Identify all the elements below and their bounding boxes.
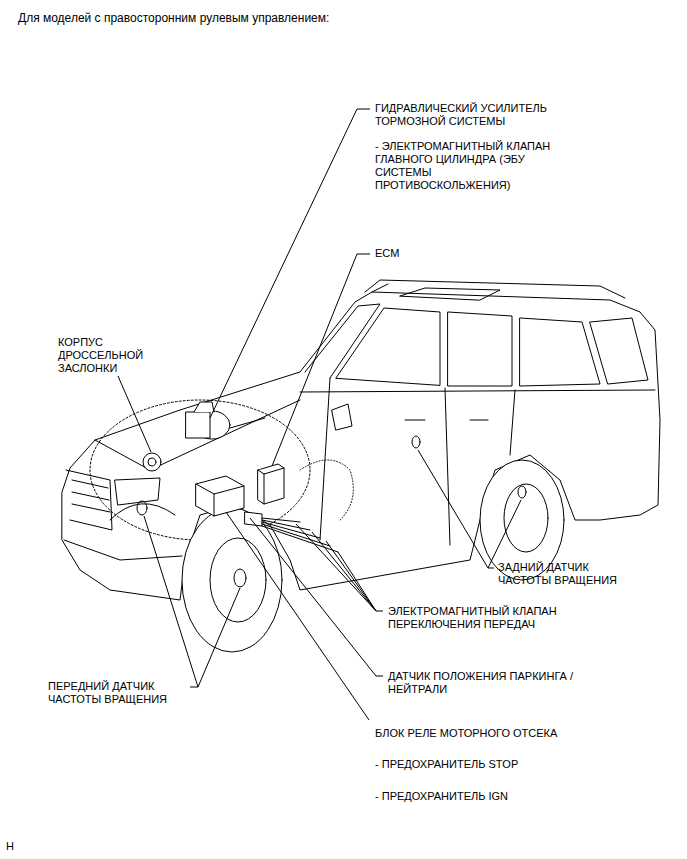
leader-line xyxy=(296,524,383,611)
front-bumper xyxy=(64,540,182,560)
leader-line xyxy=(272,254,370,466)
windshield xyxy=(305,304,380,378)
roof-rail xyxy=(372,284,388,292)
drawing-part xyxy=(300,460,353,520)
front-hub xyxy=(210,538,266,622)
side-window xyxy=(336,308,440,385)
leader-line xyxy=(144,516,240,687)
front-left-hub xyxy=(137,501,147,515)
leader-line xyxy=(118,376,151,452)
rear-hub xyxy=(504,484,548,552)
drawing-part xyxy=(62,280,660,652)
leader-line xyxy=(418,450,521,568)
belt-line xyxy=(300,390,655,392)
headlamp xyxy=(115,478,160,505)
drawing-part xyxy=(196,476,244,516)
part-name: ПЕРЕДНИЙ ДАТЧИК ЧАСТОТЫ ВРАЩЕНИЯ xyxy=(48,680,193,706)
door-handle xyxy=(405,420,488,421)
mirror xyxy=(332,404,352,430)
side-window xyxy=(520,318,600,386)
rear-window xyxy=(590,318,648,384)
engine-bay-cutaway xyxy=(90,400,310,540)
grille xyxy=(66,470,112,530)
drawing-part xyxy=(143,453,161,471)
rear-left-hub xyxy=(412,436,420,448)
part-name: КОРПУС ДРОССЕЛЬНОЙ ЗАСЛОНКИ xyxy=(58,336,158,375)
leader-line xyxy=(210,109,370,418)
part-name: ECM xyxy=(375,247,495,260)
sunroof xyxy=(400,288,500,300)
part-name: ЗАДНИЙ ДАТЧИК ЧАСТОТЫ ВРАЩЕНИЯ xyxy=(498,561,638,587)
throttle-body xyxy=(143,453,161,471)
figure-code: H xyxy=(6,840,46,853)
part-note: - ПРЕДОХРАНИТЕЛЬ STOP xyxy=(375,758,675,771)
front-wheel-arch xyxy=(110,504,175,520)
roof-rail xyxy=(365,280,625,298)
transmission-wiring xyxy=(245,460,353,552)
part-name: ГИДРАВЛИЧЕСКИЙ УСИЛИТЕЛЬ ТОРМОЗНОЙ СИСТЕ… xyxy=(375,102,565,128)
leader-line xyxy=(226,512,369,720)
drawing-part xyxy=(196,484,244,516)
part-name: ЭЛЕКТРОМАГНИТНЫЙ КЛАПАН ПЕРЕКЛЮЧЕНИЯ ПЕР… xyxy=(388,605,608,631)
part-note: - ПРЕДОХРАНИТЕЛЬ IGN xyxy=(375,790,675,803)
side-window xyxy=(448,312,512,386)
part-name: ДАТЧИК ПОЛОЖЕНИЯ ПАРКИНГА / НЕЙТРАЛИ xyxy=(388,670,618,696)
grille-bars xyxy=(72,480,110,512)
drawing-part xyxy=(230,418,265,428)
drawing-part xyxy=(186,412,210,438)
hood-line xyxy=(95,400,300,470)
part-name: БЛОК РЕЛЕ МОТОРНОГО ОТСЕКА xyxy=(375,727,675,740)
relay-block xyxy=(196,476,244,516)
drawing-part xyxy=(194,402,214,412)
brake-booster xyxy=(186,402,265,439)
front-hub-center xyxy=(234,569,246,587)
drawing-part xyxy=(245,512,262,526)
part-note: - ЭЛЕКТРОМАГНИТНЫЙ КЛАПАН ГЛАВНОГО ЦИЛИН… xyxy=(375,140,555,192)
rear-hub-center xyxy=(518,486,526,498)
front-wheel xyxy=(182,508,282,652)
heading: Для моделей с правосторонним рулевым упр… xyxy=(18,11,329,25)
ecm-box xyxy=(258,464,284,504)
leader-line xyxy=(250,518,383,676)
drawing-part xyxy=(148,458,156,466)
drawing-part xyxy=(258,468,284,504)
car-body xyxy=(62,292,660,600)
drawing-part xyxy=(258,464,284,504)
